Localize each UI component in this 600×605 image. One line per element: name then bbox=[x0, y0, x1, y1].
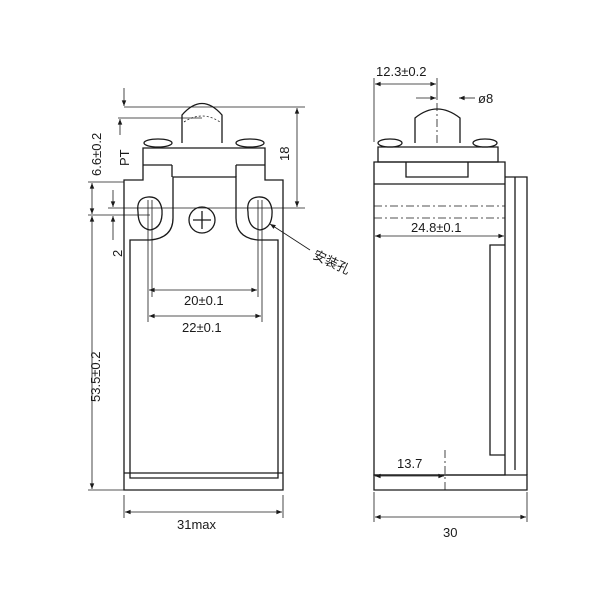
dim-plunger-offset: 12.3±0.2 bbox=[376, 64, 427, 79]
dim-width: 31max bbox=[177, 517, 217, 532]
dim-hole-spacing-inner: 20±0.1 bbox=[184, 293, 224, 308]
center-screw bbox=[188, 206, 216, 234]
screw-cross-icon bbox=[193, 211, 211, 229]
dim-plunger-diameter: ø8 bbox=[478, 91, 493, 106]
side-base bbox=[373, 474, 528, 491]
side-plunger bbox=[414, 108, 461, 143]
mounting-hole-left bbox=[137, 196, 163, 231]
dim-body-depth: 24.8±0.1 bbox=[411, 220, 462, 235]
side-cover-step bbox=[489, 244, 505, 456]
side-head-step bbox=[405, 162, 469, 178]
side-screw-head bbox=[377, 138, 403, 148]
side-cover bbox=[505, 176, 528, 475]
dim-hole-offset: 2 bbox=[110, 250, 125, 257]
front-view: 18 6.6±0.2 PT 2 53.5±0.2 20±0.1 22±0.1 3… bbox=[88, 88, 352, 532]
side-screw-head bbox=[472, 138, 498, 148]
mounting-hole-right bbox=[247, 196, 273, 231]
dim-total-depth: 30 bbox=[443, 525, 457, 540]
body-window bbox=[129, 176, 279, 479]
dim-pt: 6.6±0.2 bbox=[89, 133, 104, 176]
dim-hole-spacing-outer: 22±0.1 bbox=[182, 320, 222, 335]
screw-head-right bbox=[235, 138, 265, 148]
side-view: 12.3±0.2 ø8 24.8±0.1 13.7 30 bbox=[373, 64, 528, 540]
side-head-cap bbox=[377, 146, 499, 163]
side-body bbox=[373, 161, 506, 476]
plunger-hidden-line bbox=[183, 115, 221, 123]
body-outline bbox=[123, 147, 284, 491]
leader-arrow bbox=[269, 223, 311, 251]
dim-height: 53.5±0.2 bbox=[88, 351, 103, 402]
screw-head-left bbox=[143, 138, 173, 148]
plunger bbox=[181, 102, 223, 143]
label-pt: PT bbox=[117, 149, 132, 166]
dim-plunger-to-hole: 18 bbox=[277, 147, 292, 161]
dim-base-offset: 13.7 bbox=[397, 456, 422, 471]
head-step-line bbox=[171, 165, 237, 177]
label-mounting-hole: 安装孔 bbox=[311, 247, 353, 277]
